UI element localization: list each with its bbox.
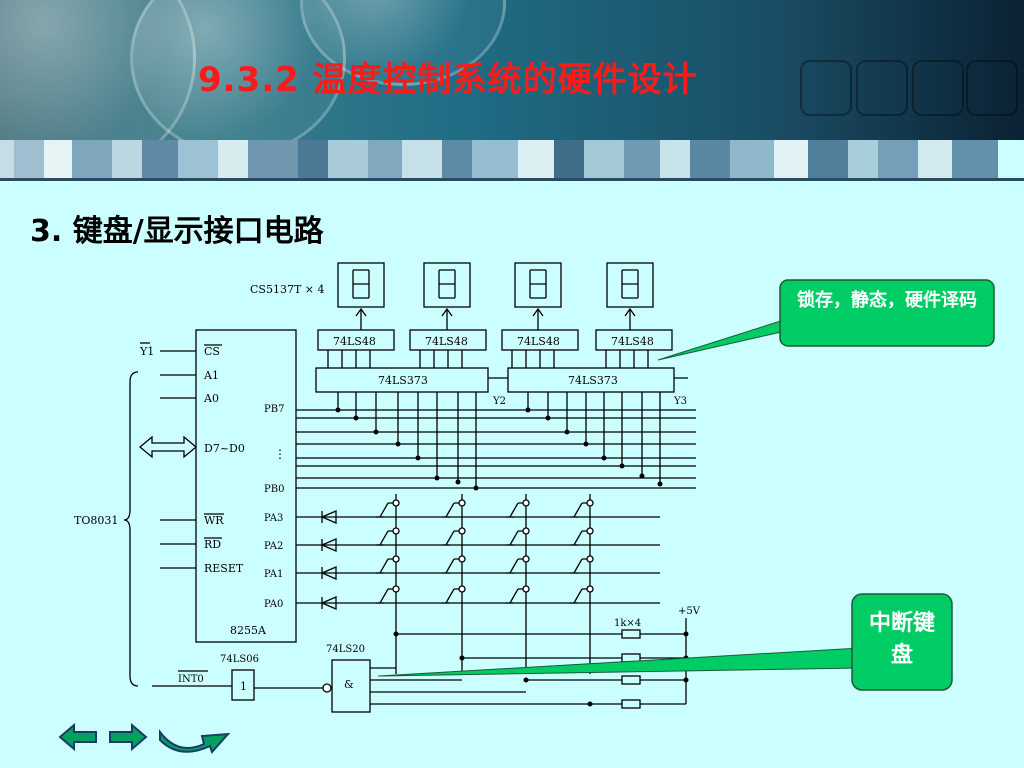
diode bbox=[320, 510, 337, 524]
seven-segment-display bbox=[514, 262, 562, 308]
callout-interrupt-text: 中断键盘 bbox=[868, 611, 935, 668]
nav-forward-button[interactable] bbox=[108, 722, 148, 756]
display-label: CS5137T × 4 bbox=[250, 283, 325, 296]
chip-8255a bbox=[195, 329, 297, 643]
inverter-label: 74LS06 bbox=[220, 654, 259, 665]
latch-label: 74LS373 bbox=[568, 374, 618, 387]
y1-label: Y1 bbox=[139, 345, 154, 358]
header-rule bbox=[0, 178, 1024, 181]
decoder-label: 74LS48 bbox=[611, 335, 654, 348]
pin-label: ⋮ bbox=[274, 447, 286, 461]
data-bus-arrow bbox=[138, 435, 198, 459]
latch-chip bbox=[507, 367, 675, 393]
pin-label: PA1 bbox=[264, 569, 283, 580]
header-square-decoration bbox=[966, 60, 1018, 116]
resistor bbox=[621, 675, 641, 685]
svg-text:1: 1 bbox=[240, 680, 247, 693]
arrow-right-icon bbox=[109, 722, 148, 752]
header-square-decoration bbox=[856, 60, 908, 116]
cpu-brace bbox=[123, 371, 139, 687]
chip-label: 8255A bbox=[230, 624, 267, 637]
diode bbox=[320, 596, 337, 610]
header-square-decoration bbox=[912, 60, 964, 116]
supply-label: +5V bbox=[678, 606, 701, 617]
seven-segment-display bbox=[423, 262, 471, 308]
decoder-label: 74LS48 bbox=[333, 335, 376, 348]
decorative-band bbox=[0, 140, 1024, 178]
callout-interrupt bbox=[377, 593, 953, 691]
slide-title: 9.3.2 温度控制系统的硬件设计 bbox=[198, 60, 698, 100]
pin-label: WR bbox=[204, 514, 224, 527]
nav-back-button[interactable] bbox=[58, 722, 98, 756]
header-banner bbox=[0, 0, 1024, 140]
pin-label: A1 bbox=[203, 369, 219, 382]
latch-select-label: Y2 bbox=[492, 396, 506, 407]
pin-label: D7~D0 bbox=[204, 442, 245, 455]
pin-label: PA3 bbox=[264, 513, 283, 524]
resistor-label: 1k×4 bbox=[614, 618, 641, 629]
int-label: INT0 bbox=[178, 674, 204, 685]
pin-label: PB7 bbox=[264, 404, 284, 415]
pin-label: PA2 bbox=[264, 541, 283, 552]
diode bbox=[320, 566, 337, 580]
arrow-left-icon bbox=[58, 722, 97, 752]
pin-label: RESET bbox=[204, 562, 244, 575]
inverter-gate bbox=[231, 669, 255, 701]
nand-label: 74LS20 bbox=[326, 644, 365, 655]
seven-segment-display bbox=[606, 262, 654, 308]
latch-label: 74LS373 bbox=[378, 374, 428, 387]
latch-chip bbox=[315, 367, 489, 393]
resistor bbox=[621, 699, 641, 709]
nand-gate bbox=[331, 659, 371, 713]
header-square-decoration bbox=[800, 60, 852, 116]
resistor bbox=[621, 629, 641, 639]
nav-return-button[interactable] bbox=[158, 726, 232, 760]
callout-latch-text: 锁存，静态，硬件译码 bbox=[797, 290, 977, 311]
cpu-label: TO8031 bbox=[74, 514, 118, 527]
pin-label: RD bbox=[204, 538, 221, 551]
nand-symbol: & bbox=[344, 678, 354, 691]
latch-select-label: Y3 bbox=[673, 396, 687, 407]
diode bbox=[320, 538, 337, 552]
decoder-label: 74LS48 bbox=[517, 335, 560, 348]
pin-label: PA0 bbox=[264, 599, 283, 610]
seven-segment-display bbox=[337, 262, 385, 308]
slide-subtitle: 3. 键盘/显示接口电路 bbox=[30, 214, 324, 249]
decoder-label: 74LS48 bbox=[425, 335, 468, 348]
pin-label: A0 bbox=[203, 392, 219, 405]
callout-latch bbox=[657, 279, 995, 361]
pin-label: PB0 bbox=[264, 484, 284, 495]
return-arrow-icon bbox=[159, 729, 231, 754]
pin-label: CS bbox=[204, 345, 220, 358]
key-switch-matrix bbox=[376, 502, 590, 604]
